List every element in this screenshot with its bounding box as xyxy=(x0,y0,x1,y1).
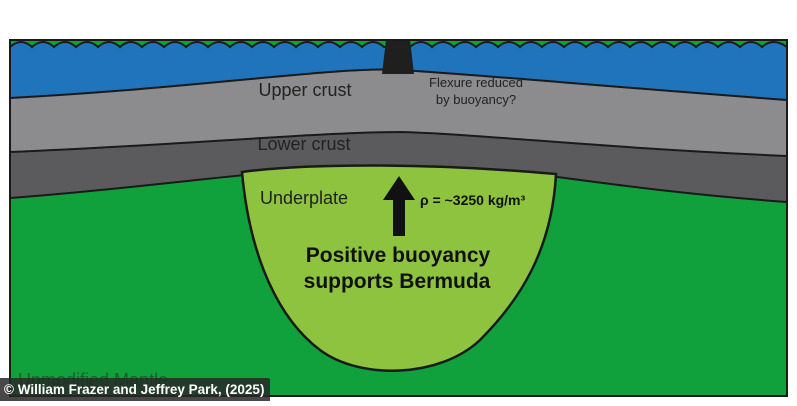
underplate-body xyxy=(240,164,558,372)
buoyancy-label-line1: Positive buoyancy xyxy=(306,244,491,267)
island-peak xyxy=(382,40,414,74)
panel-frame xyxy=(9,39,788,397)
buoyancy-arrow-icon xyxy=(383,176,415,236)
image-credit: © William Frazer and Jeffrey Park, (2025… xyxy=(0,378,271,401)
upper-crust-label: Upper crust xyxy=(258,80,351,100)
density-label: ρ = ~3250 kg/m³ xyxy=(420,192,526,208)
buoyancy-label-line2: supports Bermuda xyxy=(304,270,491,293)
underplate-label: Underplate xyxy=(260,188,348,208)
flexure-label-line2: by buoyancy? xyxy=(436,92,516,107)
lower-crust-label: Lower crust xyxy=(257,134,350,154)
flexure-label-line1: Flexure reduced xyxy=(429,75,523,90)
